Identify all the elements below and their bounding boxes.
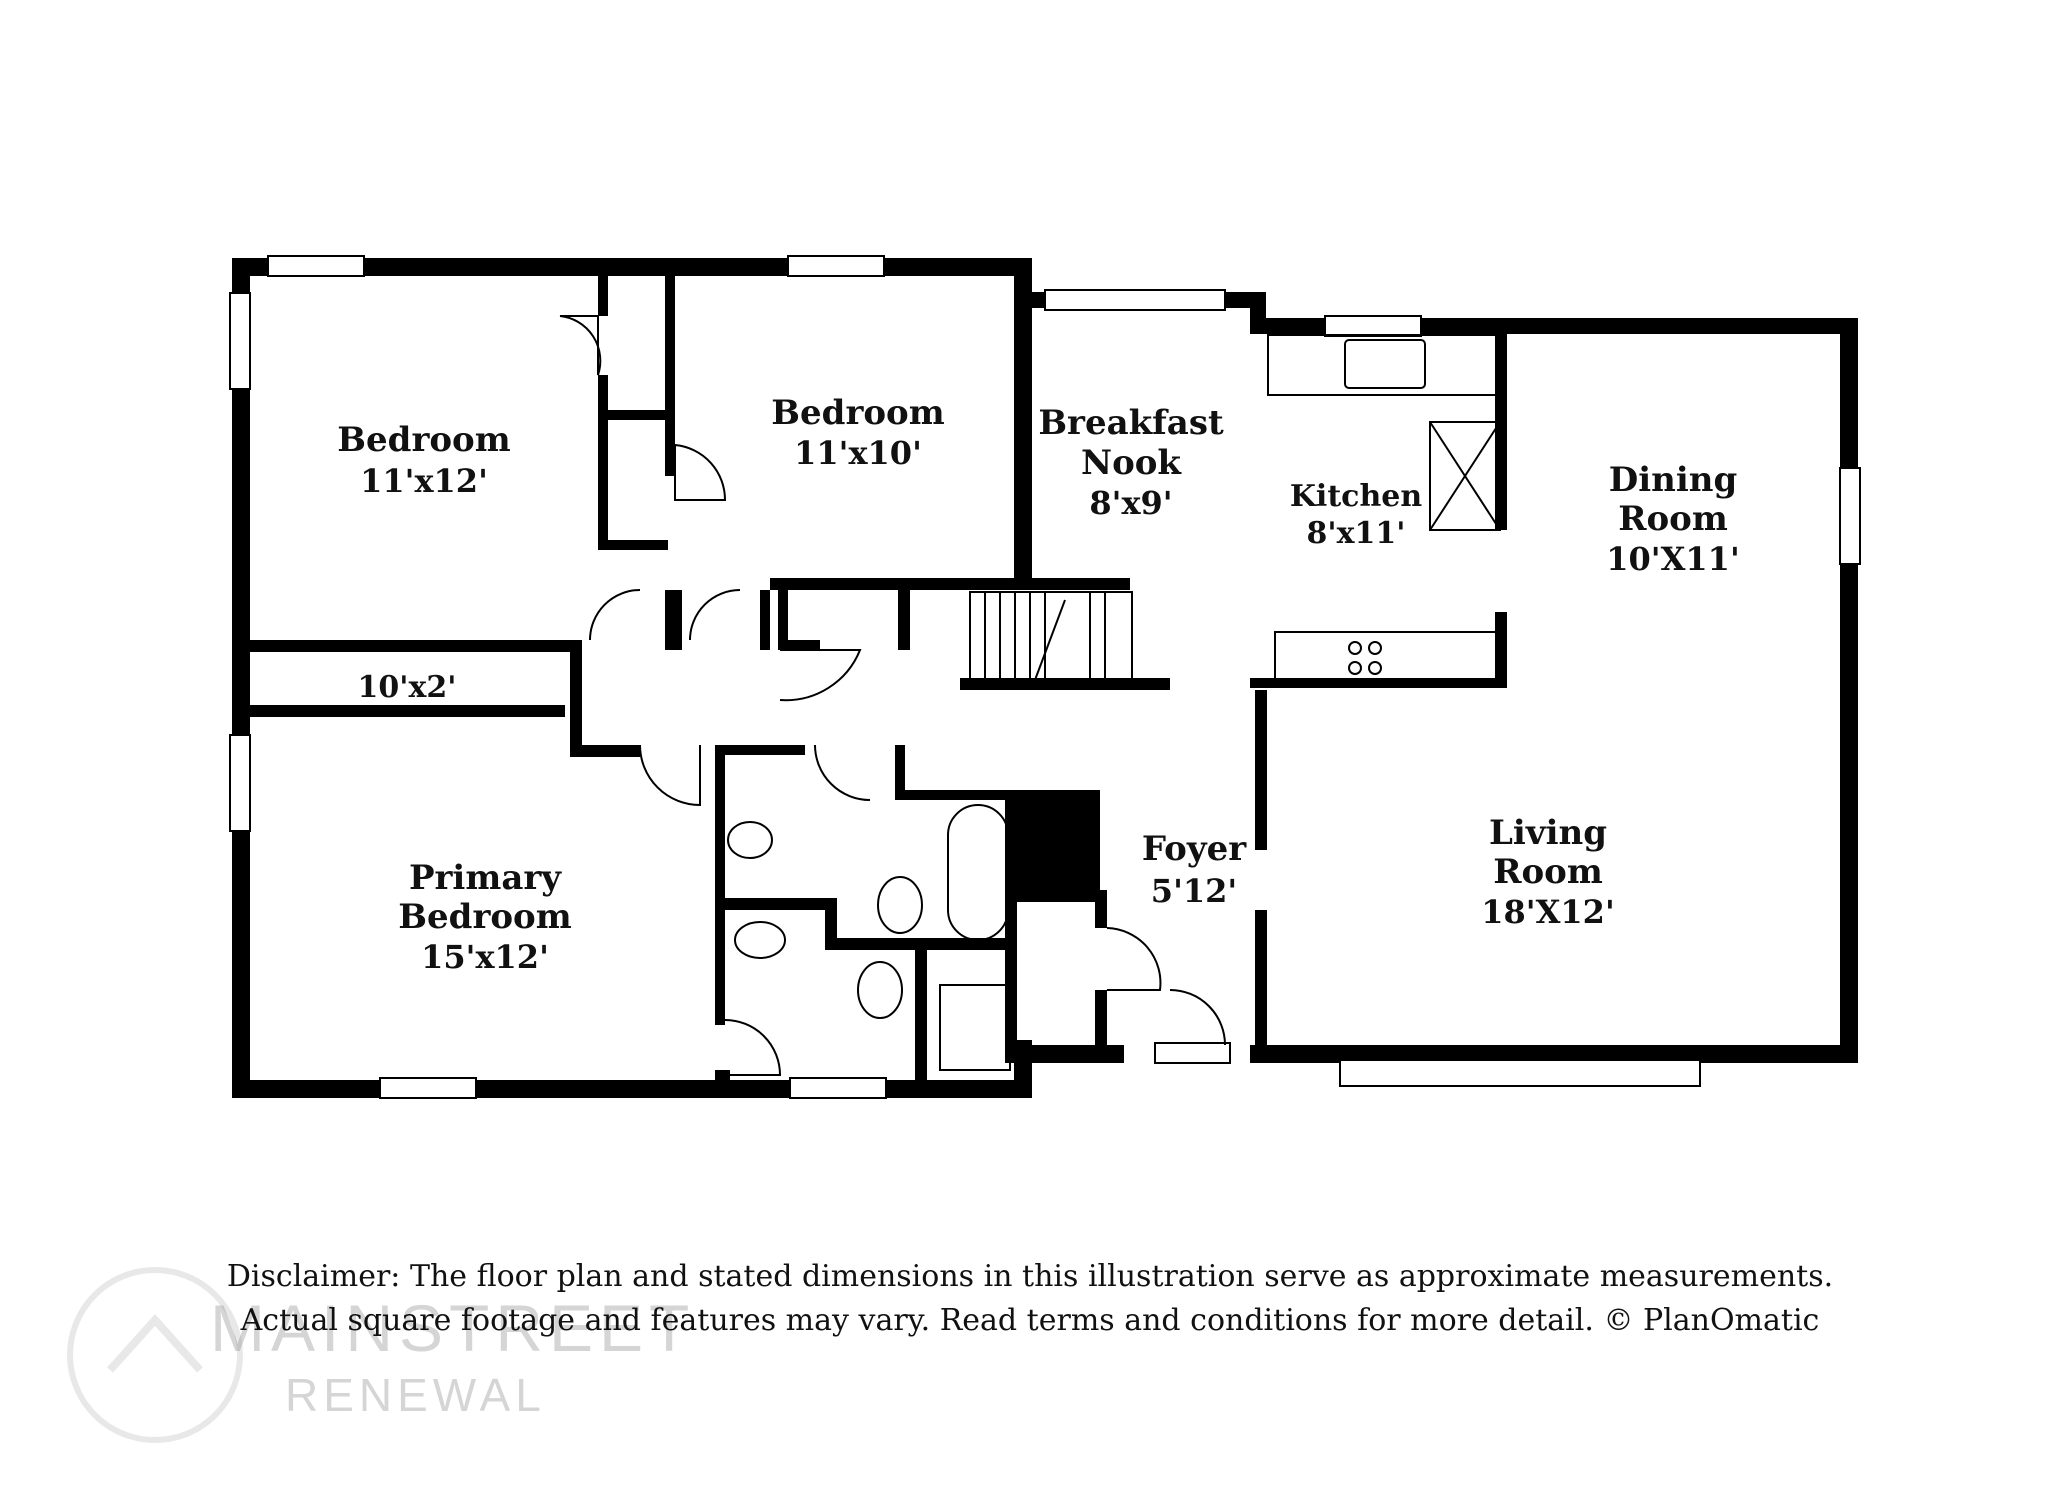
primary-dim: 15'x12' — [421, 938, 549, 976]
foyer-name: Foyer — [1142, 829, 1247, 869]
disclaimer-line1: Disclaimer: The floor plan and stated di… — [226, 1259, 1834, 1294]
bedroom2-name: Bedroom — [771, 393, 944, 433]
closet-dim: 10'x2' — [358, 670, 457, 705]
watermark-line1: MAINSTREET — [210, 1291, 696, 1365]
breakfast-dim: 8'x9' — [1089, 484, 1172, 522]
kitchen-name: Kitchen — [1290, 479, 1422, 514]
watermark-line2: RENEWAL — [285, 1369, 546, 1421]
living-name-line2: Room — [1493, 852, 1603, 892]
doors — [559, 315, 1226, 1076]
bedroom1-dim: 11'x12' — [360, 462, 488, 500]
disclaimer: Disclaimer: The floor plan and stated di… — [140, 1255, 1920, 1343]
dining-name-line1: Dining — [1609, 460, 1738, 500]
watermark-logo-icon — [67, 1267, 243, 1443]
kitchen-dim: 8'x11' — [1307, 516, 1406, 551]
windows — [229, 255, 1861, 1099]
living-name-line1: Living — [1489, 813, 1607, 853]
stairs — [969, 591, 1133, 683]
bedroom2-dim: 11'x10' — [794, 434, 922, 472]
breakfast-name-line1: Breakfast — [1038, 403, 1224, 443]
dining-name-line2: Room — [1618, 499, 1728, 539]
foyer-dim: 5'12' — [1151, 872, 1237, 910]
disclaimer-line2: Actual square footage and features may v… — [240, 1303, 1820, 1338]
bedroom1-name: Bedroom — [337, 420, 510, 460]
primary-name-line1: Primary — [409, 858, 562, 898]
primary-name-line2: Bedroom — [398, 897, 571, 937]
dining-dim: 10'X11' — [1606, 540, 1739, 578]
living-dim: 18'X12' — [1481, 893, 1614, 931]
room-labels: Bedroom 11'x12' Bedroom 11'x10' Breakfas… — [337, 393, 1739, 976]
fixtures — [727, 334, 1501, 1071]
breakfast-name-line2: Nook — [1081, 443, 1182, 483]
